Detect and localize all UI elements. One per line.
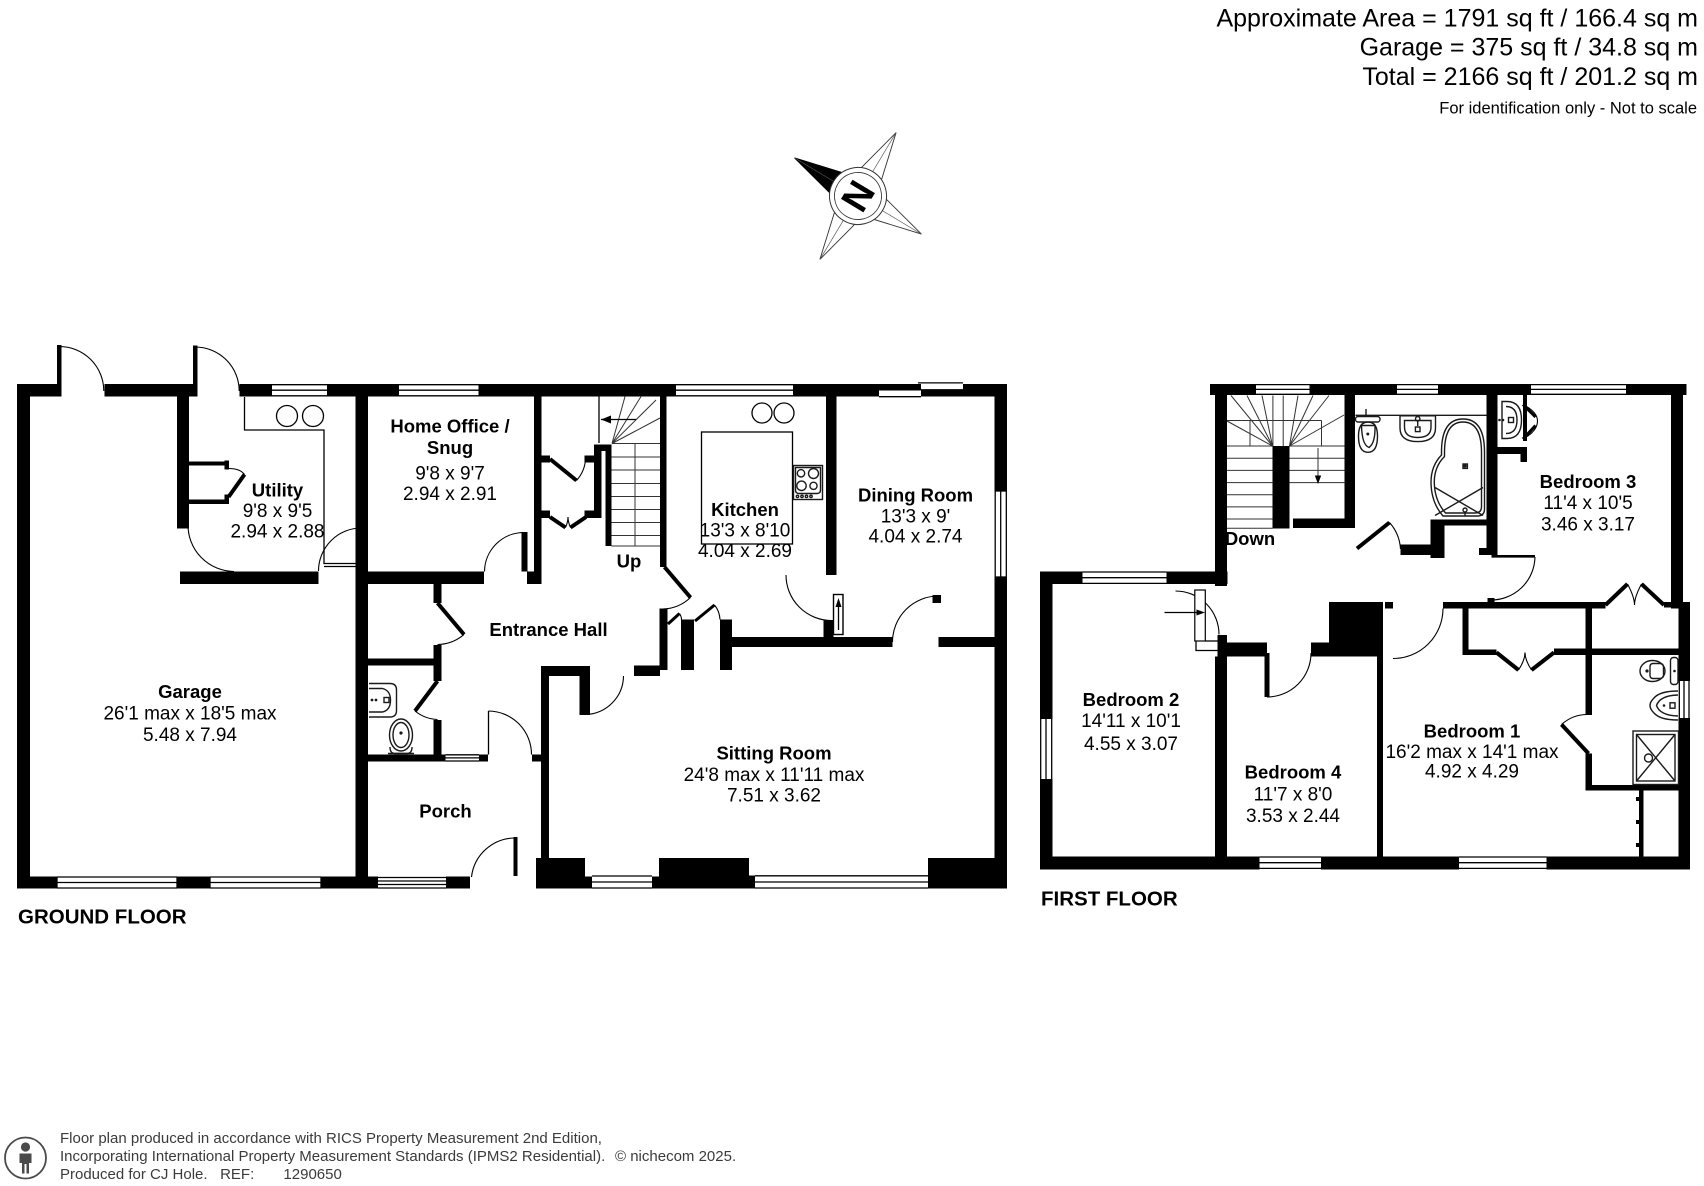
- svg-text:FIRST FLOOR: FIRST FLOOR: [1041, 888, 1178, 911]
- svg-text:11'7 x 8'0: 11'7 x 8'0: [1254, 785, 1333, 806]
- svg-text:9'8 x 9'7: 9'8 x 9'7: [415, 464, 485, 485]
- svg-text:13'3 x 8'10: 13'3 x 8'10: [700, 521, 791, 542]
- svg-text:2.94 x 2.91: 2.94 x 2.91: [403, 484, 497, 505]
- svg-text:Up: Up: [617, 551, 642, 572]
- svg-text:9'8 x 9'5: 9'8 x 9'5: [243, 501, 313, 522]
- svg-text:Bedroom 2: Bedroom 2: [1083, 689, 1180, 710]
- svg-text:4.92 x 4.29: 4.92 x 4.29: [1425, 762, 1519, 783]
- svg-text:4.55 x 3.07: 4.55 x 3.07: [1084, 734, 1178, 755]
- svg-text:Bedroom 3: Bedroom 3: [1540, 471, 1637, 492]
- svg-text:2.94 x 2.88: 2.94 x 2.88: [230, 522, 324, 543]
- svg-text:Snug: Snug: [427, 437, 473, 458]
- svg-text:Sitting Room: Sitting Room: [716, 743, 831, 764]
- svg-text:24'8 max x 11'11 max: 24'8 max x 11'11 max: [684, 765, 865, 786]
- svg-text:Garage: Garage: [158, 681, 222, 702]
- svg-text:Utility: Utility: [252, 480, 304, 501]
- svg-text:Floor plan produced in accorda: Floor plan produced in accordance with R…: [60, 1130, 602, 1147]
- svg-text:Garage = 375 sq ft / 34.8 sq m: Garage = 375 sq ft / 34.8 sq m: [1360, 34, 1698, 62]
- svg-text:5.48 x 7.94: 5.48 x 7.94: [143, 725, 237, 746]
- svg-text:26'1 max x 18'5 max: 26'1 max x 18'5 max: [103, 704, 277, 725]
- svg-text:GROUND FLOOR: GROUND FLOOR: [18, 906, 187, 929]
- svg-text:Incorporating International Pr: Incorporating International Property Mea…: [60, 1148, 605, 1165]
- svg-text:Approximate Area = 1791 sq ft: Approximate Area = 1791 sq ft / 166.4 sq…: [1216, 5, 1698, 33]
- svg-text:14'11 x 10'1: 14'11 x 10'1: [1081, 711, 1181, 732]
- svg-text:Dining Room: Dining Room: [858, 485, 973, 506]
- svg-text:16'2 max x 14'1 max: 16'2 max x 14'1 max: [1385, 742, 1559, 763]
- svg-text:11'4 x 10'5: 11'4 x 10'5: [1543, 493, 1632, 514]
- svg-text:3.46 x 3.17: 3.46 x 3.17: [1541, 515, 1635, 536]
- svg-text:Home Office /: Home Office /: [390, 416, 509, 437]
- svg-text:Total = 2166 sq ft / 201.2 sq: Total = 2166 sq ft / 201.2 sq m: [1362, 63, 1698, 91]
- svg-text:For identification only - Not: For identification only - Not to scale: [1439, 100, 1697, 118]
- svg-text:4.04 x 2.69: 4.04 x 2.69: [698, 541, 792, 562]
- svg-text:4.04 x 2.74: 4.04 x 2.74: [868, 527, 962, 548]
- svg-text:Bedroom 1: Bedroom 1: [1424, 721, 1521, 742]
- svg-text:7.51 x 3.62: 7.51 x 3.62: [727, 786, 821, 807]
- svg-text:Entrance Hall: Entrance Hall: [489, 619, 607, 640]
- svg-text:3.53 x 2.44: 3.53 x 2.44: [1246, 806, 1340, 827]
- svg-text:13'3 x 9': 13'3 x 9': [881, 507, 951, 528]
- svg-text:Down: Down: [1225, 528, 1275, 549]
- svg-text:© nichecom 2025.: © nichecom 2025.: [615, 1148, 736, 1165]
- svg-text:Porch: Porch: [419, 801, 471, 822]
- svg-text:Bedroom 4: Bedroom 4: [1245, 762, 1342, 783]
- svg-text:Kitchen: Kitchen: [711, 499, 779, 520]
- svg-text:Produced for CJ Hole. REF:: Produced for CJ Hole. REF: 1290650: [60, 1166, 342, 1183]
